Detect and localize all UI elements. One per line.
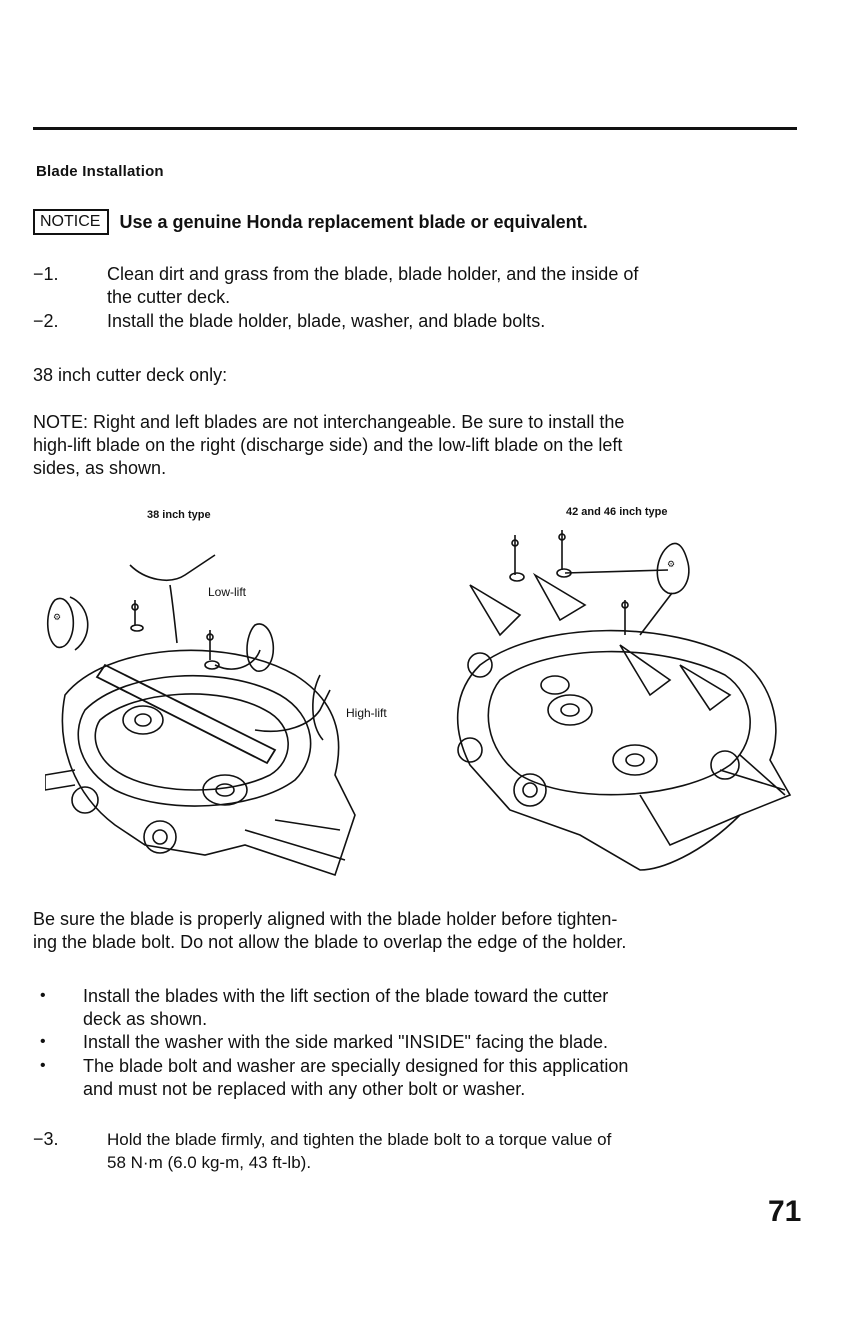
step-line: the cutter deck.: [107, 287, 231, 307]
note-paragraph: NOTE: Right and left blades are not inte…: [33, 411, 801, 480]
step-text: Clean dirt and grass from the blade, bla…: [107, 263, 807, 309]
bullet-text: Install the blades with the lift section…: [83, 985, 803, 1031]
left-figure-caption: 38 inch type: [147, 509, 211, 521]
right-figure-caption: 42 and 46 inch type: [566, 506, 668, 518]
note-line: high-lift blade on the right (discharge …: [33, 435, 623, 455]
notice-text: Use a genuine Honda replacement blade or…: [119, 211, 588, 232]
deck-42-46-diagram: ⚙: [456, 530, 792, 871]
note-line: sides, as shown.: [33, 458, 167, 478]
section-title: Blade Installation: [36, 163, 164, 180]
step-line: Clean dirt and grass from the blade, bla…: [107, 264, 639, 284]
page-number: 71: [768, 1195, 802, 1228]
bullet-dot: •: [40, 1057, 46, 1074]
alignment-paragraph: Be sure the blade is properly aligned wi…: [33, 908, 801, 954]
step-number: −2.: [33, 311, 59, 331]
step-number: −3.: [33, 1129, 59, 1149]
step-number: −1.: [33, 264, 59, 284]
bullet-line: and must not be replaced with any other …: [83, 1079, 526, 1099]
bullet-text: Install the washer with the side marked …: [83, 1032, 609, 1052]
deck-only-heading: 38 inch cutter deck only:: [33, 365, 228, 385]
step-text: Install the blade holder, blade, washer,…: [107, 311, 546, 331]
bullet-line: Install the blades with the lift section…: [83, 986, 609, 1006]
bullet-dot: •: [40, 987, 46, 1004]
deck-38-diagram: ⚙: [45, 554, 356, 877]
bullet-dot: •: [40, 1033, 46, 1050]
notice-badge: NOTICE: [33, 209, 110, 235]
step-line: Hold the blade firmly, and tighten the b…: [107, 1130, 612, 1149]
high-lift-label: High-lift: [346, 706, 387, 720]
low-lift-label: Low-lift: [208, 585, 247, 599]
bullet-text: The blade bolt and washer are specially …: [83, 1055, 803, 1101]
svg-text:⚙: ⚙: [53, 612, 61, 622]
paragraph-line: ing the blade bolt. Do not allow the bla…: [33, 932, 627, 952]
note-line: NOTE: Right and left blades are not inte…: [33, 412, 625, 432]
paragraph-line: Be sure the blade is properly aligned wi…: [33, 909, 618, 929]
step-line: 58 N·m (6.0 kg-m, 43 ft-lb).: [107, 1153, 312, 1172]
svg-text:⚙: ⚙: [667, 559, 675, 569]
notice-line: NOTICE Use a genuine Honda replacement b…: [33, 209, 588, 235]
bullet-line: deck as shown.: [83, 1009, 208, 1029]
step-text: Hold the blade firmly, and tighten the b…: [107, 1128, 807, 1174]
header-rule: [33, 127, 797, 130]
bullet-line: The blade bolt and washer are specially …: [83, 1056, 629, 1076]
